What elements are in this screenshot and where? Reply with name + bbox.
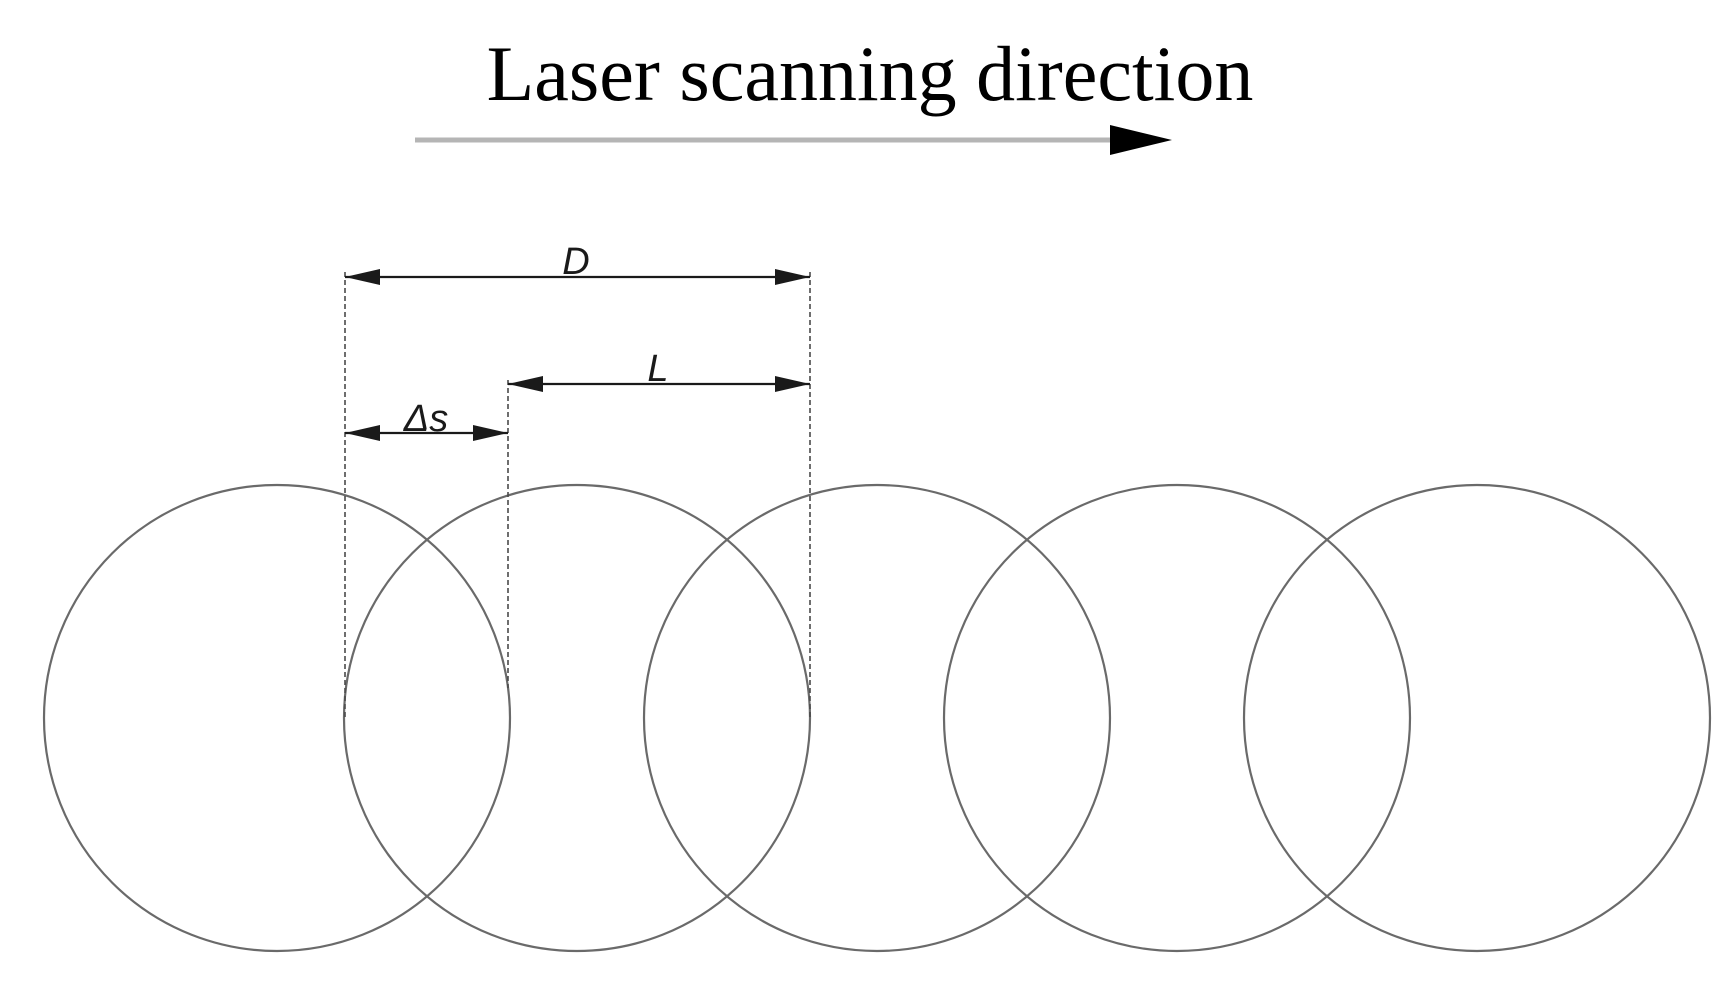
laser-spot-3 [642,483,1112,953]
dimension-delta-s: Δs [345,398,508,441]
dimension-L: L [508,348,810,392]
laser-spot-5 [1242,483,1712,953]
dimension-D-arrow-right [775,269,810,285]
laser-spots [42,483,1712,953]
scanning-direction-title: Laser scanning direction [487,30,1254,117]
scanning-direction-arrowhead [1110,125,1172,155]
extension-lines [344,272,811,718]
dimension-L-arrow-left [508,376,543,392]
dimension-D-label: D [562,241,589,283]
dimension-L-label: L [647,348,668,390]
dimension-D-arrow-left [345,269,380,285]
dimension-delta-s-arrow-right [473,425,508,441]
laser-spot-4 [942,483,1412,953]
dimension-delta-s-label: Δs [403,398,449,440]
laser-spot-2 [342,483,812,953]
dimension-L-arrow-right [775,376,810,392]
laser-spot-1 [42,483,512,953]
scanning-direction-arrow [415,125,1172,155]
dimension-D: D [345,241,810,285]
dimension-delta-s-arrow-left [345,425,380,441]
